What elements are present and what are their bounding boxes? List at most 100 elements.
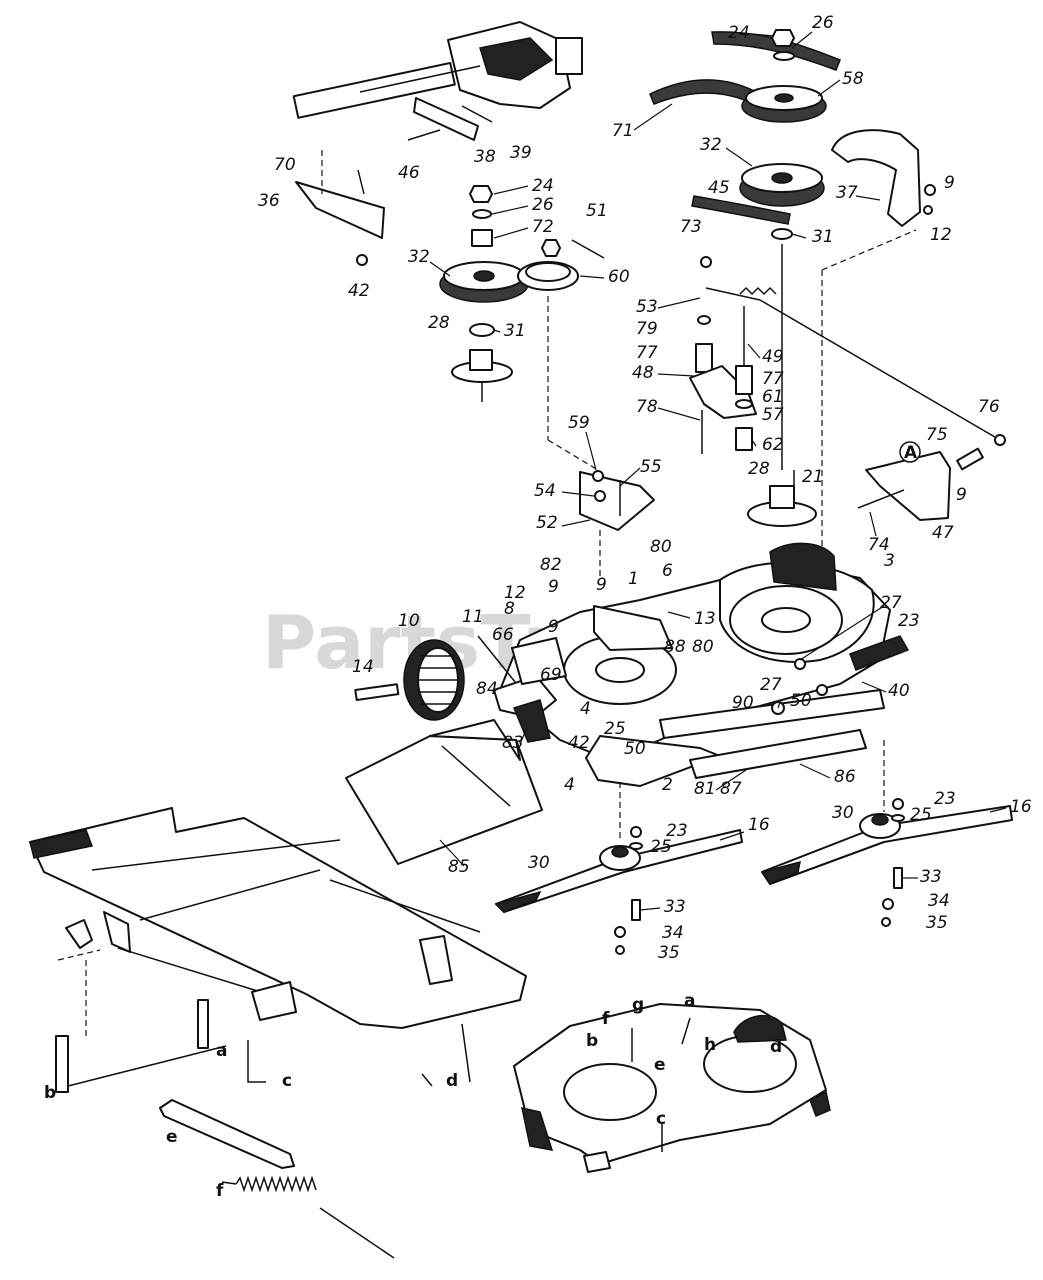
- transmission-assembly: [292, 21, 583, 119]
- part-number-label-30: 30: [832, 803, 854, 823]
- part-number-label-35: 35: [658, 943, 680, 963]
- deck-reference-view: [513, 1003, 831, 1173]
- connection-letter-b: b: [44, 1083, 56, 1103]
- lift-link-e: [159, 1099, 295, 1169]
- part-number-label-24: 24: [728, 23, 750, 43]
- part-number-label-4: 4: [564, 775, 575, 795]
- part-number-label-8: 8: [504, 599, 515, 619]
- part-number-label-51: 51: [586, 201, 608, 221]
- part-number-label-13: 13: [694, 609, 716, 629]
- part-number-label-90: 90: [732, 693, 754, 713]
- part-number-label-53: 53: [636, 297, 658, 317]
- connection-letter-g: g: [632, 995, 644, 1015]
- idler-pulley-60: [517, 239, 605, 291]
- part-number-label-74: 74: [868, 535, 890, 555]
- idler-arm-48: [689, 306, 757, 454]
- bracket-38-39: [407, 97, 493, 141]
- part-number-label-86: 86: [834, 767, 856, 787]
- nut-42: [356, 254, 368, 266]
- part-number-label-49: 49: [762, 347, 784, 367]
- left-pulley-stack: [439, 185, 529, 402]
- part-number-label-27: 27: [880, 593, 902, 613]
- connection-letter-b: b: [586, 1031, 598, 1051]
- part-number-label-1: 1: [628, 569, 639, 589]
- part-number-label-87: 87: [720, 779, 742, 799]
- part-number-label-16: 16: [1010, 797, 1032, 817]
- spring-f: [221, 1175, 395, 1259]
- part-number-label-34: 34: [928, 891, 950, 911]
- part-number-label-45: 45: [708, 178, 730, 198]
- part-number-label-9: 9: [944, 173, 955, 193]
- part-number-label-58: 58: [842, 69, 864, 89]
- part-number-label-23: 23: [934, 789, 956, 809]
- part-number-label-52: 52: [536, 513, 558, 533]
- part-number-label-2: 2: [662, 775, 673, 795]
- part-number-label-73: 73: [680, 217, 702, 237]
- connection-letter-h: h: [704, 1035, 716, 1055]
- part-number-label-57: 57: [762, 405, 784, 425]
- mower-deck: [499, 542, 910, 787]
- part-number-label-70: 70: [274, 155, 296, 175]
- part-number-label-76: 76: [978, 397, 1000, 417]
- part-number-label-34: 34: [662, 923, 684, 943]
- connection-letter-c: c: [282, 1071, 292, 1091]
- part-number-label-26: 26: [812, 13, 834, 33]
- part-number-label-33: 33: [920, 867, 942, 887]
- leader-lines: [429, 31, 1007, 911]
- part-number-label-54: 54: [534, 481, 556, 501]
- part-number-label-16: 16: [748, 815, 770, 835]
- part-number-label-77: 77: [762, 369, 784, 389]
- right-pulley-stack: [739, 29, 827, 470]
- part-number-label-62: 62: [762, 435, 784, 455]
- dashed-guide: [821, 229, 917, 271]
- part-number-label-25: 25: [604, 719, 626, 739]
- part-number-label-33: 33: [664, 897, 686, 917]
- part-number-label-75: 75: [926, 425, 948, 445]
- part-number-label-88: 88: [664, 637, 686, 657]
- tension-rod-53: [700, 256, 1001, 441]
- part-number-label-84: 84: [476, 679, 498, 699]
- part-number-label-59: 59: [568, 413, 590, 433]
- part-number-label-25: 25: [650, 837, 672, 857]
- part-number-label-42: 42: [348, 281, 370, 301]
- part-number-label-10: 10: [398, 611, 420, 631]
- part-number-label-25: 25: [910, 805, 932, 825]
- part-number-label-30: 30: [528, 853, 550, 873]
- part-number-label-46: 46: [398, 163, 420, 183]
- gauge-wheel-10: [354, 635, 521, 721]
- lift-linkage: [55, 911, 471, 1093]
- connection-letter-a: a: [684, 991, 695, 1011]
- connection-letter-e: e: [166, 1127, 178, 1147]
- part-number-label-71: 71: [612, 121, 634, 141]
- connection-letter-d: d: [446, 1071, 458, 1091]
- part-number-label-39: 39: [510, 143, 532, 163]
- part-number-label-23: 23: [666, 821, 688, 841]
- connection-letter-c: c: [656, 1109, 666, 1129]
- part-number-label-50: 50: [790, 691, 812, 711]
- connection-letter-d: d: [770, 1037, 782, 1057]
- part-number-label-60: 60: [608, 267, 630, 287]
- part-number-label-36: 36: [258, 191, 280, 211]
- blade-right-16: [760, 798, 1013, 927]
- part-number-label-40: 40: [888, 681, 910, 701]
- lift-plate-52: [579, 470, 655, 531]
- part-number-label-80: 80: [650, 537, 672, 557]
- part-number-label-9: 9: [956, 485, 967, 505]
- dashed-guide: [547, 439, 599, 471]
- part-number-label-11: 11: [462, 607, 484, 627]
- part-number-label-38: 38: [474, 147, 496, 167]
- part-number-label-82: 82: [540, 555, 562, 575]
- part-number-label-21: 21: [802, 467, 824, 487]
- bracket-36: [295, 169, 385, 239]
- part-number-label-69: 69: [540, 665, 562, 685]
- part-number-label-66: 66: [492, 625, 514, 645]
- part-number-label-81: 81: [694, 779, 716, 799]
- part-number-label-55: 55: [640, 457, 662, 477]
- bracket-47: A: [857, 434, 1006, 521]
- belt-guard-37: [831, 129, 936, 227]
- part-number-label-9: 9: [548, 617, 559, 637]
- connection-letter-f: f: [602, 1009, 610, 1029]
